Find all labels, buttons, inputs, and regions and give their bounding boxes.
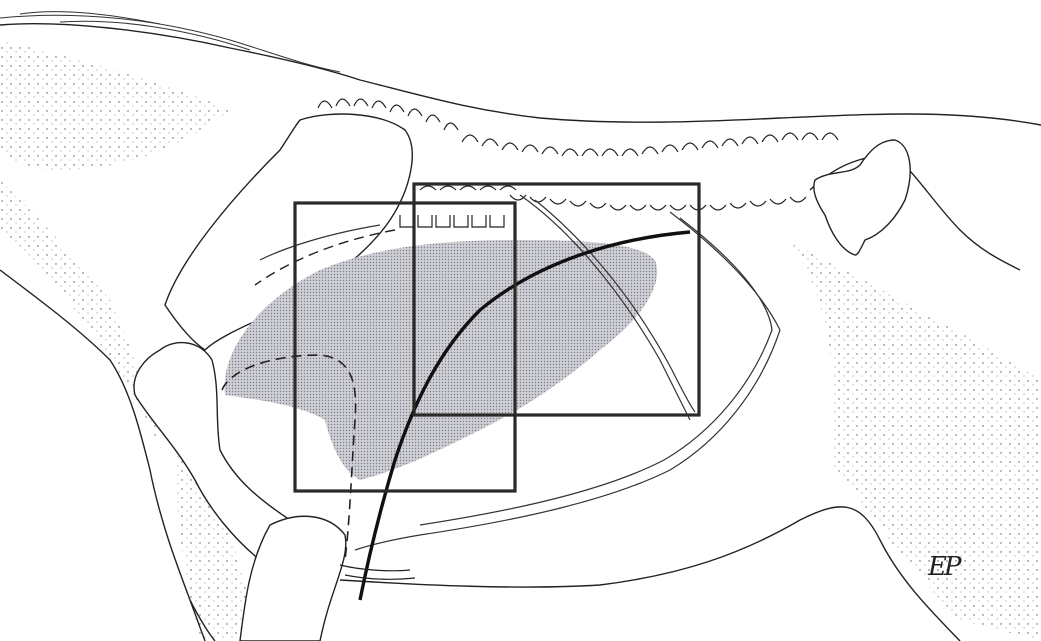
sternum xyxy=(340,565,415,579)
tuber-coxae xyxy=(814,140,910,255)
artist-signature: EP xyxy=(928,552,958,582)
vertebrae-row xyxy=(400,186,806,227)
